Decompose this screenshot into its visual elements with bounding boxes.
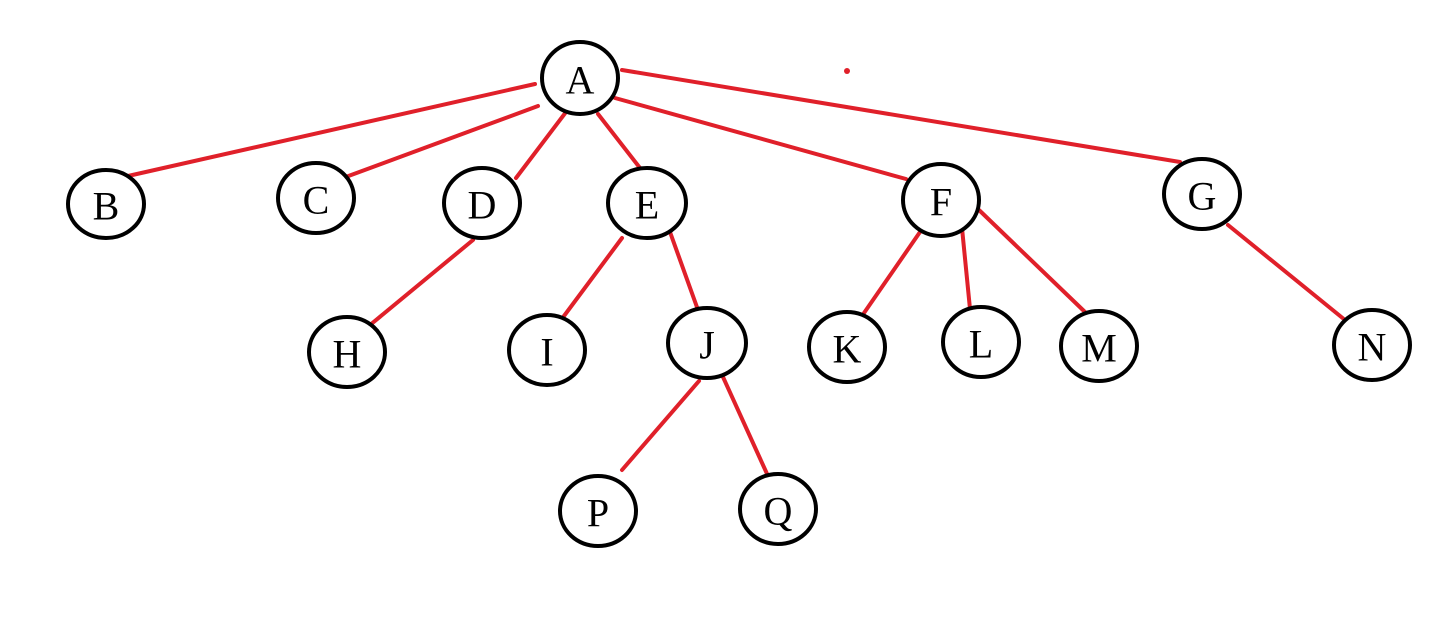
node-label: F [930,180,952,225]
node-circle [738,472,818,546]
node-circle [558,474,638,548]
edge-f-m [977,208,1087,314]
node-n: N [1332,308,1412,382]
node-k: K [807,310,887,384]
node-circle [507,313,587,387]
node-circle [941,305,1021,379]
node-circle [307,315,387,389]
node-label: K [833,327,862,372]
edge-j-p [620,379,701,472]
node-e: E [606,166,688,240]
edge-a-b [126,82,537,178]
edge-j-q [721,375,770,478]
node-circle [1162,157,1242,231]
node-circle [276,161,356,235]
node-circle [1332,308,1412,382]
edge-f-l [960,226,972,311]
node-b: B [66,168,146,240]
node-l: L [941,305,1021,379]
node-label: A [566,58,595,103]
node-a: A [540,40,620,116]
node-i: I [507,313,587,387]
node-circle [901,162,981,238]
stray-dot [844,68,850,74]
node-q: Q [738,472,818,546]
node-label: B [93,184,120,229]
node-d: D [442,166,522,240]
node-label: E [635,183,659,228]
node-label: P [587,491,609,536]
node-circle [540,40,620,116]
node-label: I [540,330,553,375]
node-f: F [901,162,981,238]
node-circle [606,166,688,240]
edge-e-i [559,236,624,322]
edge-a-e [596,112,642,170]
node-label: M [1081,326,1117,371]
node-label: H [333,332,362,377]
node-g: G [1162,157,1242,231]
nodes-layer: A B C D E F G H I J K L M N P Q [66,40,1412,548]
node-m: M [1059,309,1139,383]
node-circle [442,166,522,240]
node-label: G [1188,174,1217,219]
node-h: H [307,315,387,389]
edge-g-n [1226,223,1347,322]
node-c: C [276,161,356,235]
node-circle [666,306,748,380]
edges-layer [126,68,1347,478]
edge-d-h [368,238,475,327]
edge-a-d [514,110,568,180]
node-circle [1059,309,1139,383]
node-label: D [468,183,497,228]
node-label: N [1358,325,1387,370]
node-circle [66,168,146,240]
node-p: P [558,474,638,548]
edge-a-g [620,68,1182,164]
node-label: L [969,322,993,367]
node-label: C [303,178,330,223]
node-circle [807,310,887,384]
node-label: Q [764,489,793,534]
edge-f-k [862,230,922,315]
node-j: J [666,306,748,380]
node-label: J [699,323,715,368]
edge-a-f [613,96,908,181]
edge-a-c [341,104,540,180]
edge-e-j [668,230,700,312]
